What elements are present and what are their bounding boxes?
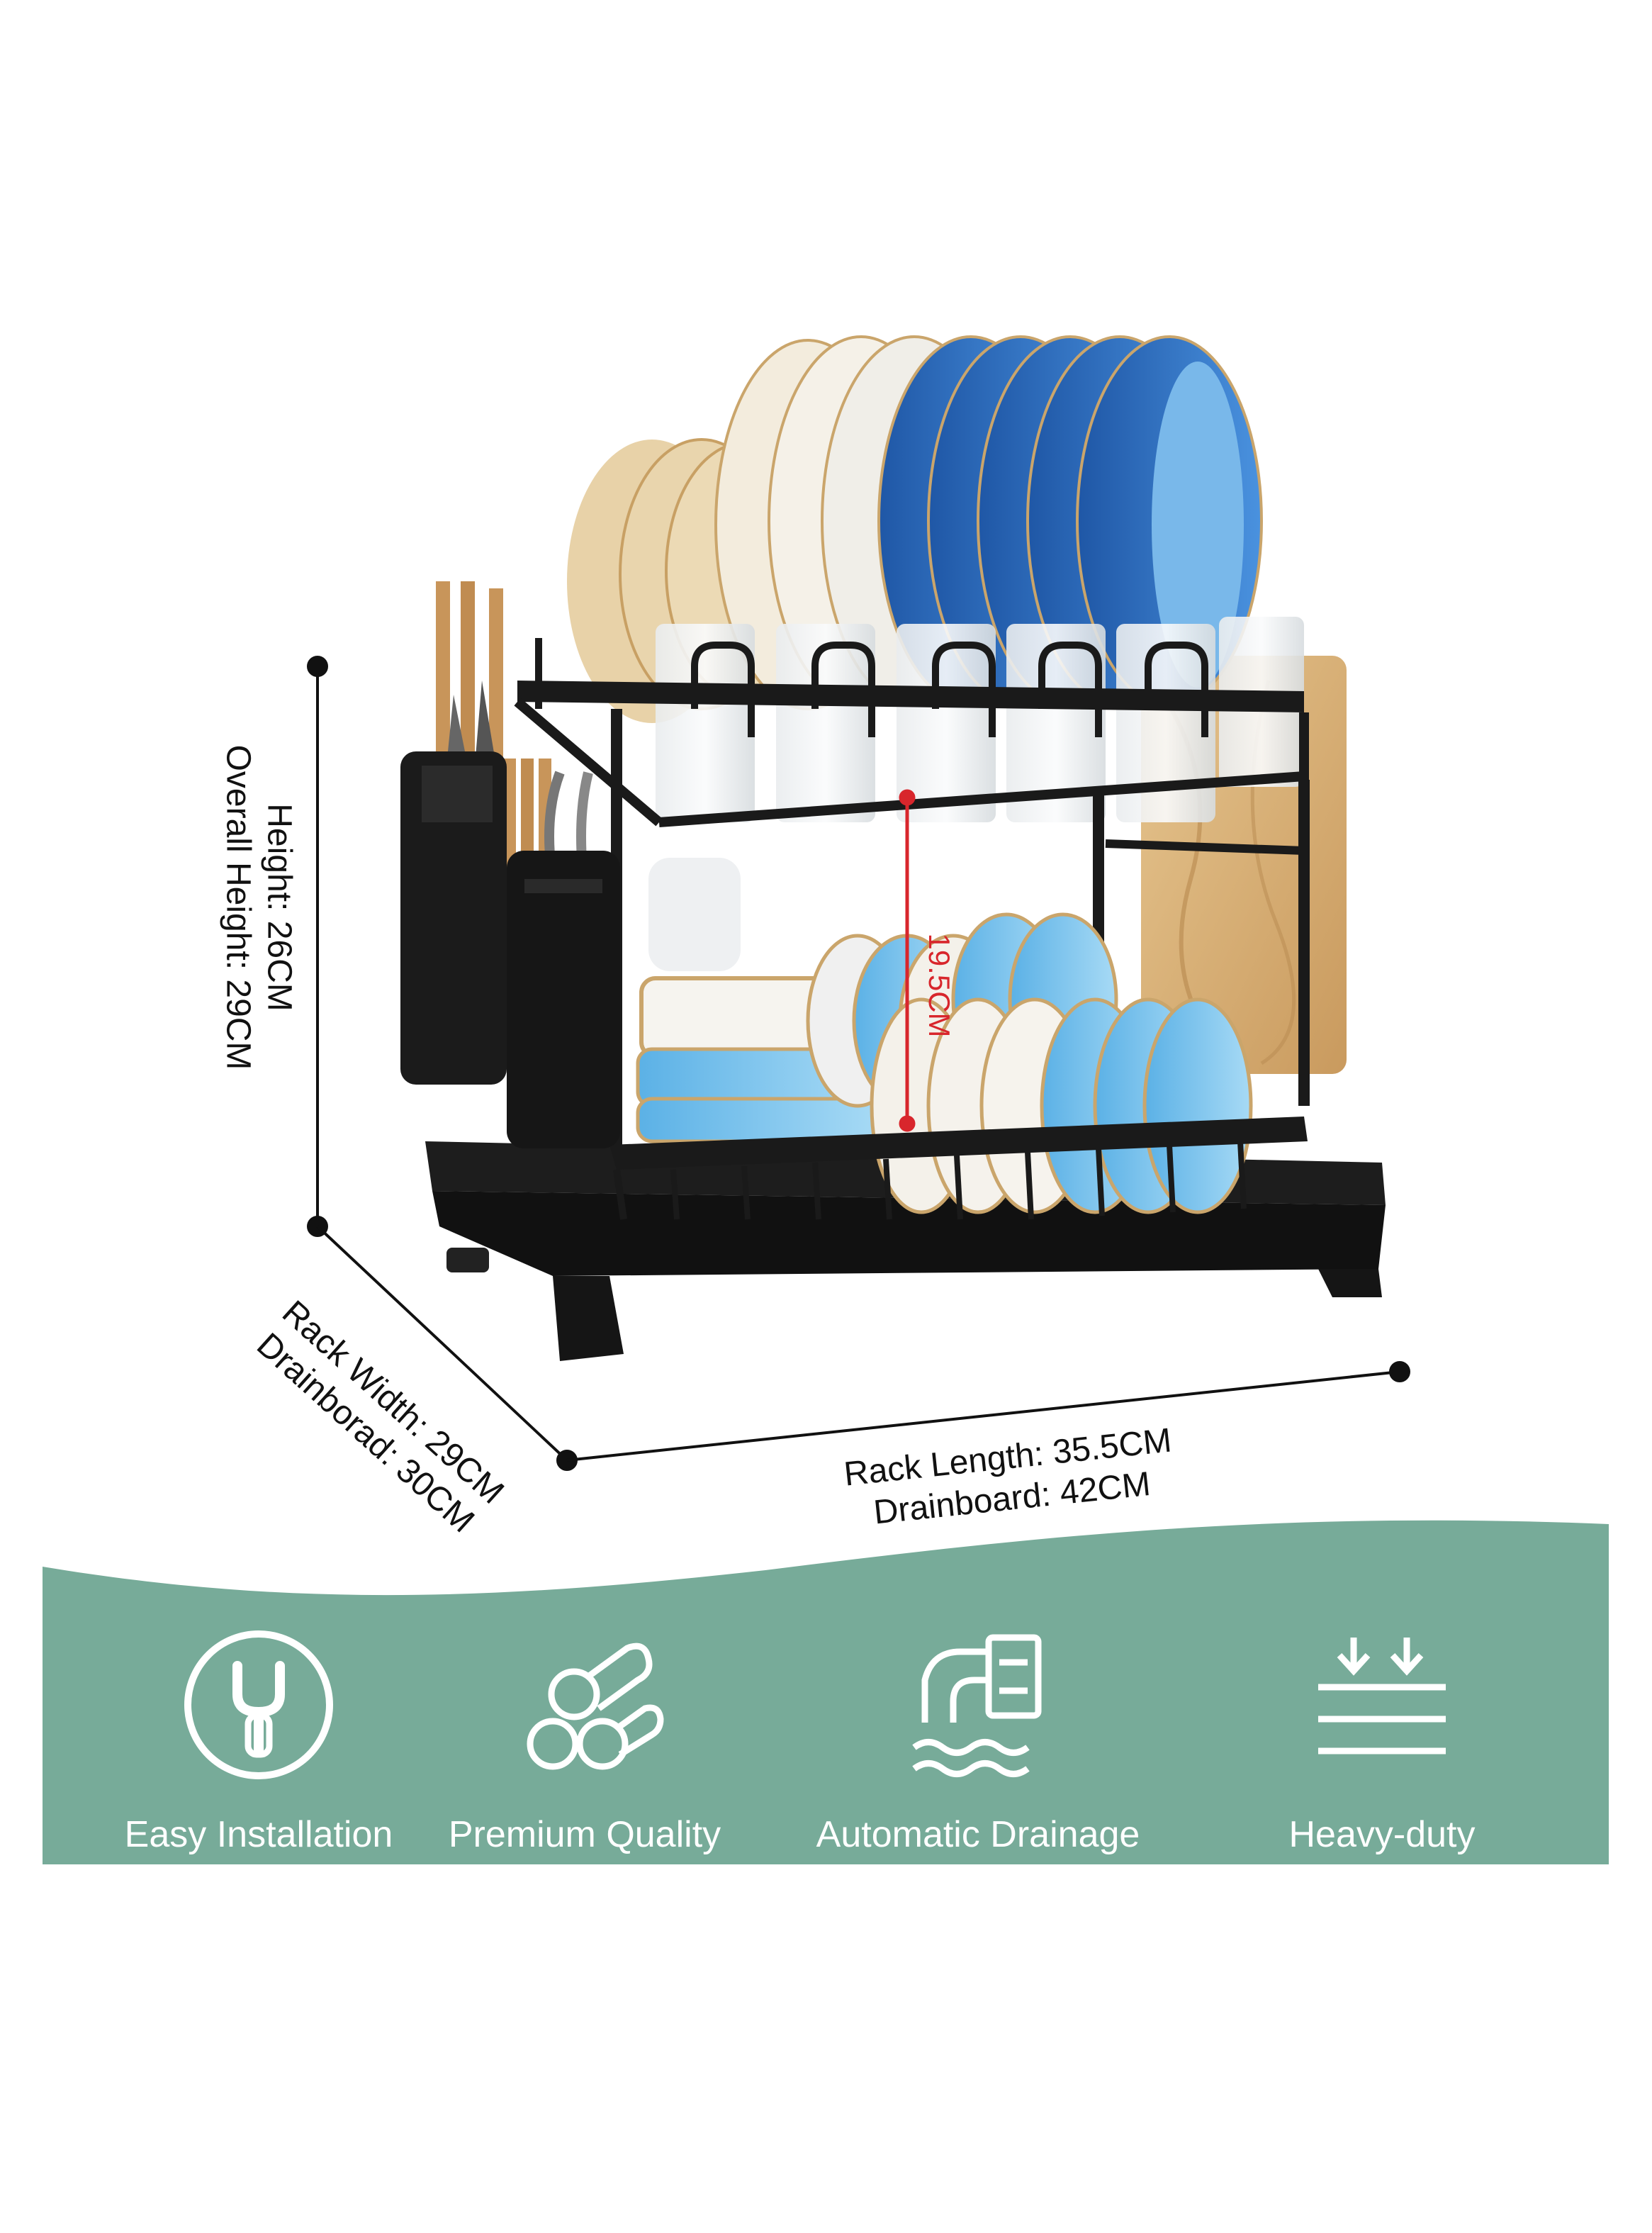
- feature-easy-installation: Easy Installation: [82, 1623, 436, 1856]
- feature-label: Automatic Drainage: [816, 1814, 1140, 1855]
- feature-label: Heavy-duty: [1288, 1814, 1476, 1855]
- feature-heavy-duty: Heavy-duty: [1205, 1623, 1559, 1856]
- overall-height-text: Overall Height: 29CM: [220, 744, 257, 1070]
- utensil-holder: [400, 581, 620, 1148]
- dimension-lines: [307, 656, 1410, 1471]
- feature-premium-quality: Premium Quality: [408, 1623, 762, 1856]
- drain-pipe-icon: [912, 1634, 1042, 1777]
- press-down-arrows-icon: [1318, 1638, 1446, 1754]
- feature-label: Premium Quality: [448, 1814, 721, 1855]
- tier-gap-measurement: [899, 789, 916, 1132]
- pipes-bundle-icon: [527, 1642, 664, 1770]
- glasses-row: [656, 617, 1304, 822]
- top-rack-frame: [514, 638, 1309, 827]
- top-plates: [567, 335, 1263, 723]
- bottom-dishes: [636, 858, 1253, 1214]
- bottom-basket: [609, 1116, 1308, 1220]
- height-dimension-label: Height: 26CM Overall Height: 29CM: [218, 745, 299, 1070]
- feature-label: Easy Installation: [124, 1814, 393, 1855]
- feature-band-background: [43, 1520, 1609, 1864]
- height-text: Height: 26CM: [260, 803, 298, 1012]
- feature-automatic-drainage: Automatic Drainage: [801, 1623, 1155, 1856]
- tier-gap-label: 19.5CM: [923, 933, 957, 1038]
- wrench-in-circle-icon: [184, 1630, 333, 1779]
